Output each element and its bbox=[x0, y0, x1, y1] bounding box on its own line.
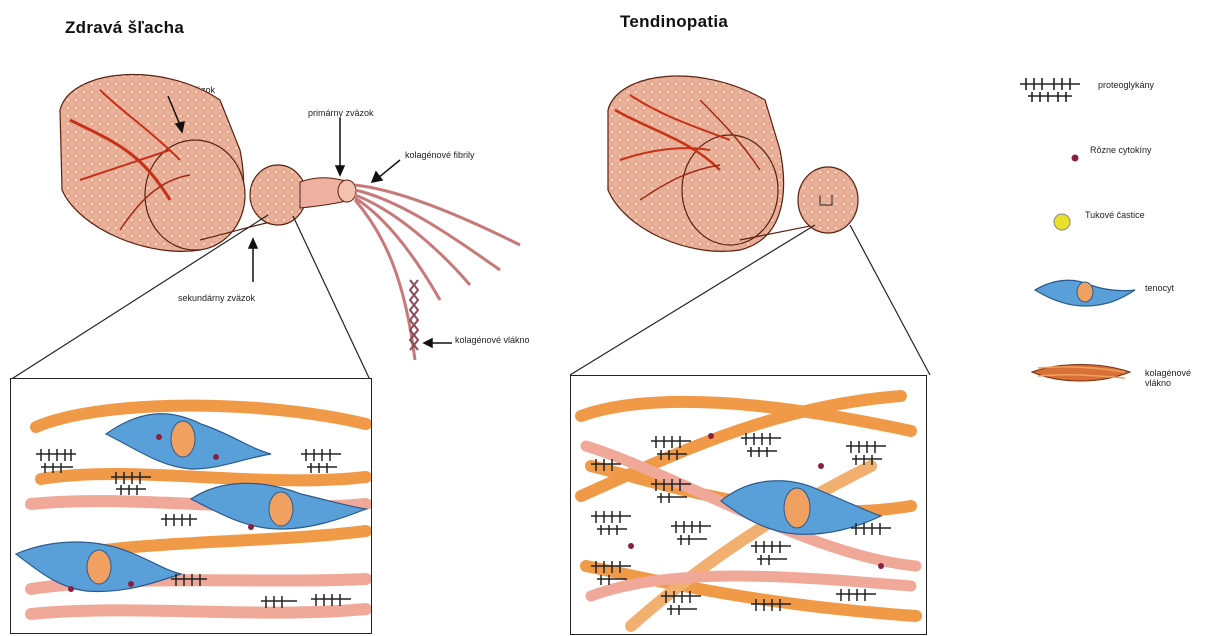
proteoglycan-icon bbox=[1020, 78, 1080, 102]
cytokine-dot-icon bbox=[1072, 155, 1079, 162]
legend-label-cytokines: Rôzne cytokíny bbox=[1090, 145, 1152, 155]
tenocyte-icon bbox=[1035, 280, 1135, 306]
collagen-fiber-icon bbox=[1032, 365, 1130, 382]
legend-label-collagen-fiber: kolagénové vlákno bbox=[1145, 368, 1205, 388]
legend-label-fat-droplets: Tukové častice bbox=[1085, 210, 1145, 220]
fat-droplet-icon bbox=[1054, 214, 1070, 230]
legend-label-proteoglycans: proteoglykány bbox=[1098, 80, 1154, 90]
legend-label-tenocyte: tenocyt bbox=[1145, 283, 1174, 293]
